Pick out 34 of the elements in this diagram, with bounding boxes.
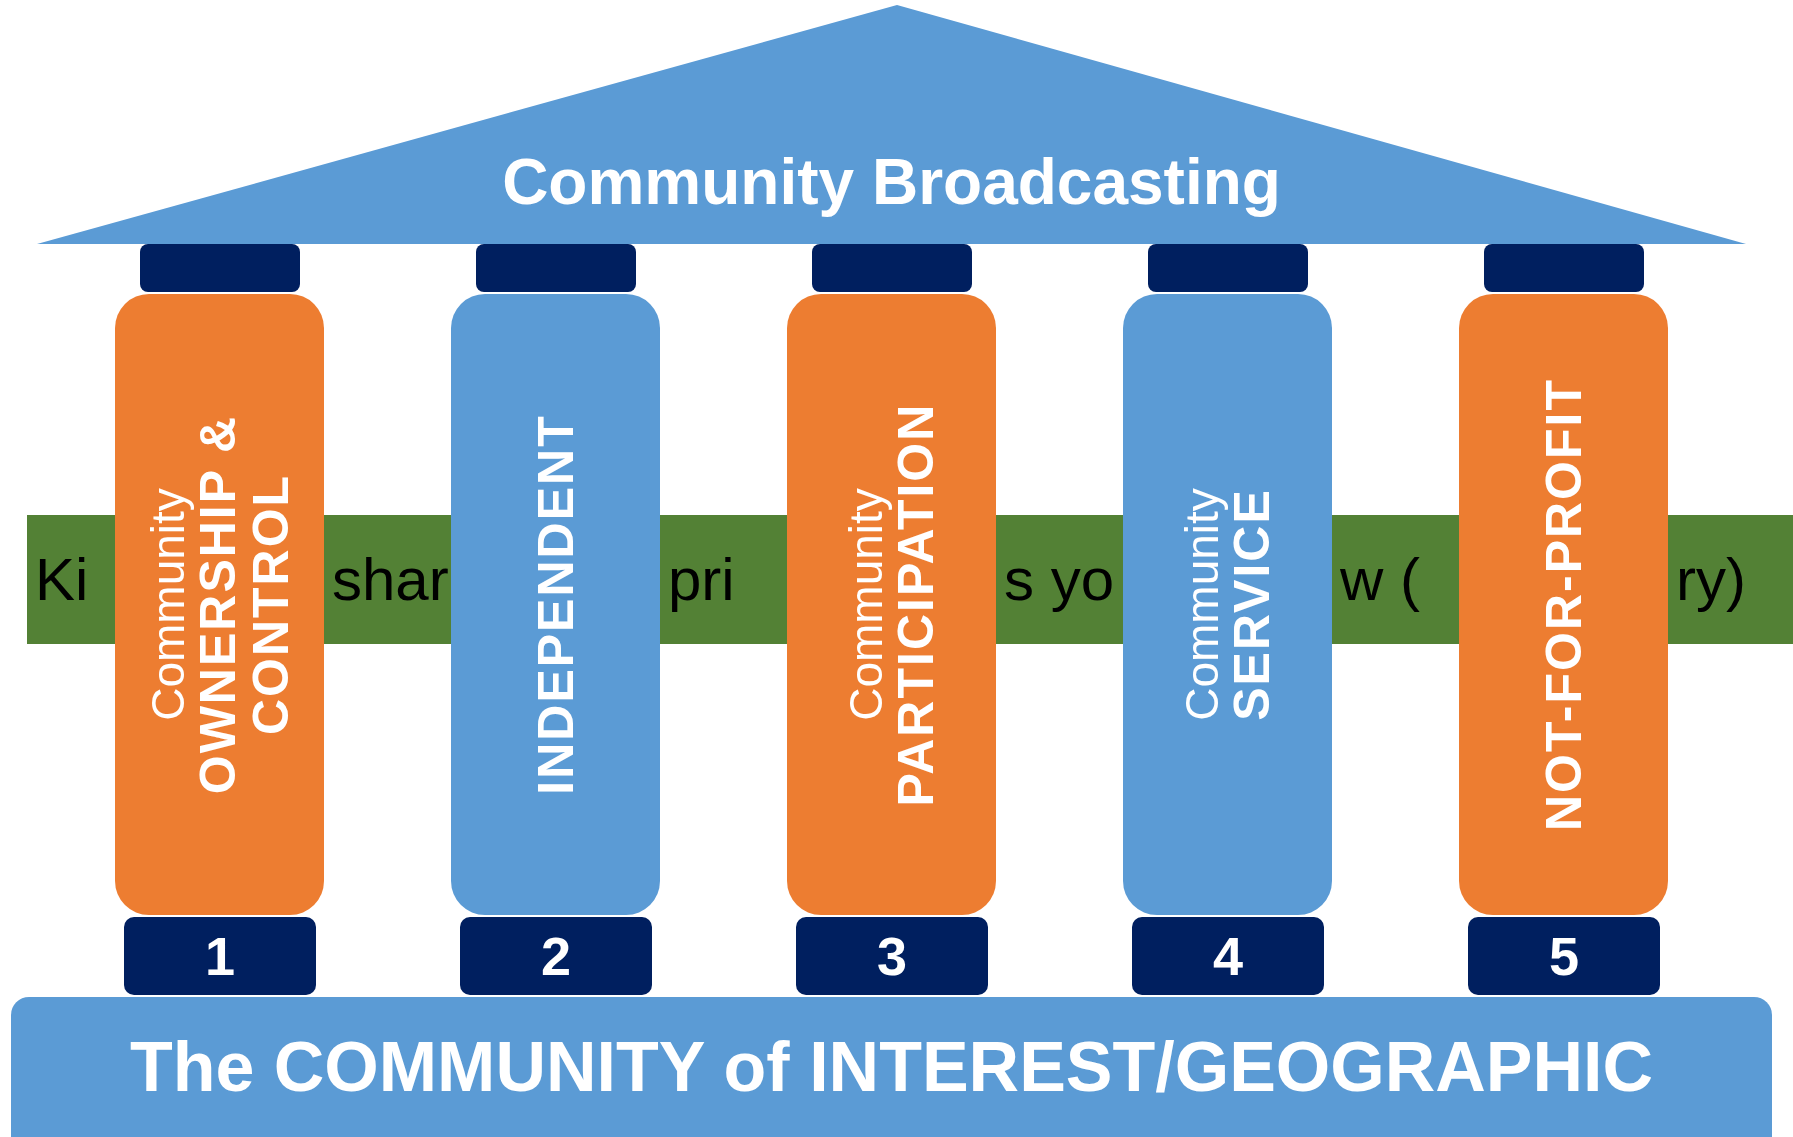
pillar-column: [1459, 294, 1668, 915]
pillar-number: 1: [205, 925, 235, 987]
pillar-capital: [1484, 244, 1644, 292]
pillar-subtitle: Community: [841, 488, 890, 721]
pillar-column: [1123, 294, 1332, 915]
band-text-fragment: pri: [668, 545, 735, 614]
pillar-subtitle: Community: [1177, 488, 1226, 721]
pillar-capital: [1148, 244, 1308, 292]
pillar-plinth: [1468, 917, 1660, 995]
foundation-bar: [11, 997, 1772, 1137]
pillar-column: [787, 294, 996, 915]
pillar-plinth: [124, 917, 316, 995]
foundation-title: The COMMUNITY of INTEREST/GEOGRAPHIC: [129, 1027, 1654, 1107]
pillar-column: [115, 294, 324, 915]
pillar-capital: [476, 244, 636, 292]
pillar-title: INDEPENDENT: [529, 414, 582, 795]
roof-title: Community Broadcasting: [502, 145, 1281, 219]
pillar-subtitle: Community: [142, 488, 192, 721]
pillar-number: 3: [877, 925, 907, 987]
pillar-title: NOT-FOR-PROFIT: [1537, 378, 1590, 831]
pillar-capital: [140, 244, 300, 292]
band-text-fragment: ry): [1676, 545, 1746, 614]
band-text-fragment: Ki: [35, 545, 89, 614]
pillar-plinth: [1132, 917, 1324, 995]
pillar-capital: [812, 244, 972, 292]
pillar-number: 2: [541, 925, 571, 987]
pillar-number: 4: [1213, 925, 1243, 987]
pillar-plinth: [796, 917, 988, 995]
pillar-number: 5: [1549, 925, 1579, 987]
band-text-fragment: s yo: [1004, 545, 1115, 614]
pillar-plinth: [460, 917, 652, 995]
band-text-fragment: shar: [332, 545, 449, 614]
pillar-column: [451, 294, 660, 915]
band-text-fragment: w (: [1340, 545, 1420, 614]
